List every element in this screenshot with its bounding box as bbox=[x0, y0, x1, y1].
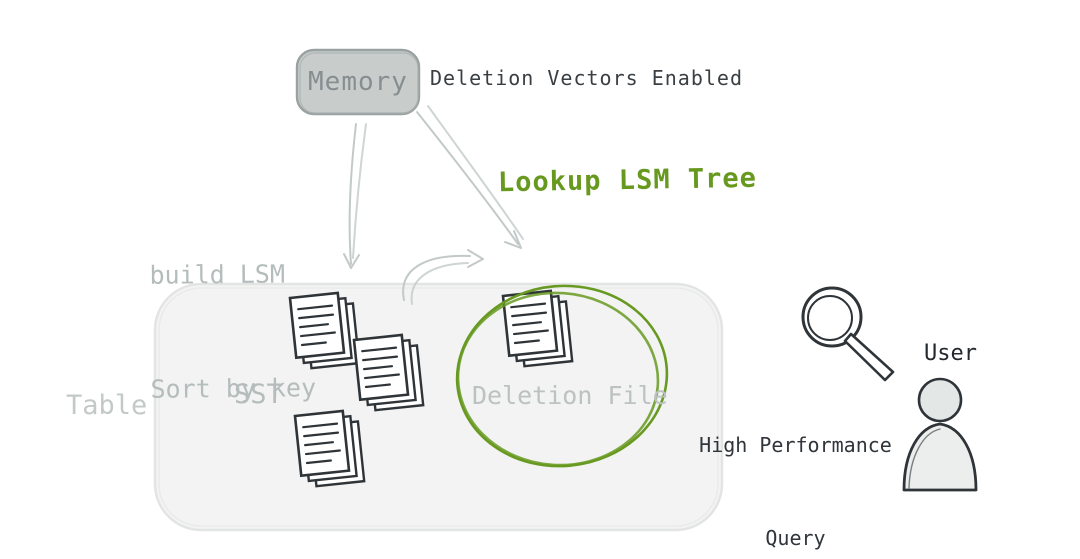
deletion-vectors-annotation: Deletion Vectors Enabled bbox=[430, 66, 743, 90]
build-lsm-annotation: build LSM Sort by key bbox=[149, 179, 317, 484]
green-circle-annotation bbox=[455, 284, 669, 468]
lookup-lsm-tree-annotation: Lookup LSM Tree bbox=[497, 162, 758, 199]
deletion-file-node-label: Deletion File bbox=[472, 381, 668, 410]
user-icon bbox=[902, 377, 978, 492]
arrow-memory-to-deletion-file bbox=[416, 105, 524, 249]
magnifier-icon bbox=[801, 286, 895, 382]
arrow-sst-to-deletion-file bbox=[402, 249, 484, 305]
memory-box bbox=[295, 48, 421, 116]
high-performance-query-line1: High Performance bbox=[699, 433, 892, 457]
sst-document-stack-icon-2 bbox=[352, 332, 425, 413]
memory-node-label: Memory bbox=[308, 67, 408, 97]
build-lsm-line1: build LSM bbox=[149, 259, 286, 290]
high-performance-query-line2: Query bbox=[765, 526, 826, 550]
table-node-label: Table bbox=[66, 390, 148, 421]
arrow-memory-to-sst bbox=[343, 123, 367, 269]
high-performance-query-annotation: High Performance Query bbox=[693, 368, 898, 559]
sst-node-label: SST bbox=[234, 379, 283, 410]
user-annotation: User bbox=[924, 341, 977, 366]
